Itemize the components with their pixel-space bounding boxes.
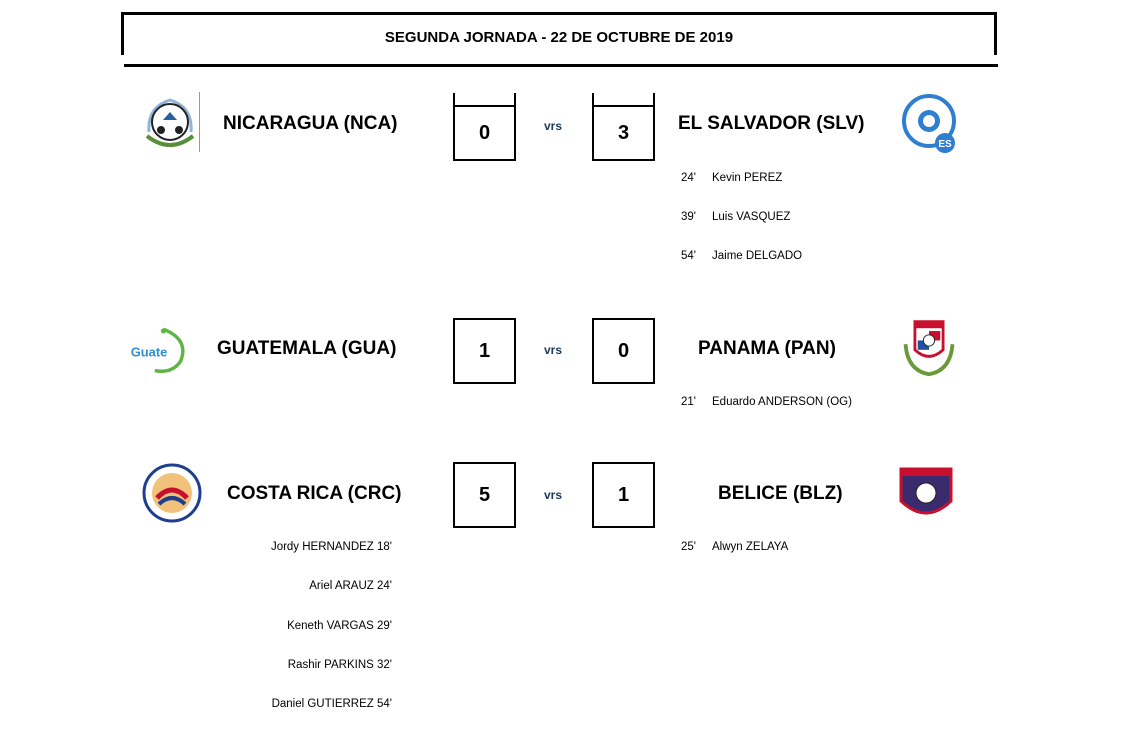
nicaragua-logo — [145, 98, 195, 147]
away-team: EL SALVADOR (SLV) — [678, 113, 865, 134]
panama-logo — [903, 320, 955, 377]
scorer: 39'Luis VASQUEZ — [681, 211, 791, 223]
scorer: 24'Kevin PEREZ — [681, 172, 783, 184]
header-box — [121, 12, 997, 55]
page-title: SEGUNDA JORNADA - 22 DE OCTUBRE DE 2019 — [384, 29, 734, 46]
scorer: 25'Alwyn ZELAYA — [681, 541, 789, 553]
away-team: BELICE (BLZ) — [718, 483, 843, 504]
home-team: COSTA RICA (CRC) — [227, 483, 402, 504]
scorer: 54'Jaime DELGADO — [681, 250, 803, 262]
svg-text:Guate: Guate — [131, 345, 168, 360]
costa-rica-logo — [142, 463, 202, 523]
scorer: 21'Eduardo ANDERSON (OG) — [681, 396, 852, 408]
home-score: 5 — [453, 462, 516, 528]
away-team: PANAMA (PAN) — [698, 338, 836, 359]
svg-text:ES: ES — [938, 139, 952, 150]
home-team: NICARAGUA (NCA) — [223, 113, 398, 134]
home-score: 0 — [453, 105, 516, 161]
guatemala-logo: Guate — [131, 327, 185, 373]
vs-label: vrs — [543, 119, 563, 133]
belize-logo — [899, 467, 953, 515]
score-box-ext — [592, 93, 655, 105]
home-team: GUATEMALA (GUA) — [217, 338, 397, 359]
divider — [124, 64, 998, 67]
vs-label: vrs — [543, 343, 563, 357]
scorer: Daniel GUTIERREZ 54' — [271, 698, 392, 710]
vs-label: vrs — [543, 488, 563, 502]
scorer: Keneth VARGAS 29' — [287, 620, 392, 632]
scorer: Ariel ARAUZ 24' — [309, 580, 392, 592]
away-score: 3 — [592, 105, 655, 161]
score-box-ext — [453, 93, 516, 105]
home-score: 1 — [453, 318, 516, 384]
logo-separator — [199, 92, 200, 152]
away-score: 0 — [592, 318, 655, 384]
scorer: Jordy HERNANDEZ 18' — [270, 541, 392, 553]
scorer: Rashir PARKINS 32' — [287, 659, 392, 671]
away-score: 1 — [592, 462, 655, 528]
el-salvador-logo: ES — [902, 94, 956, 153]
